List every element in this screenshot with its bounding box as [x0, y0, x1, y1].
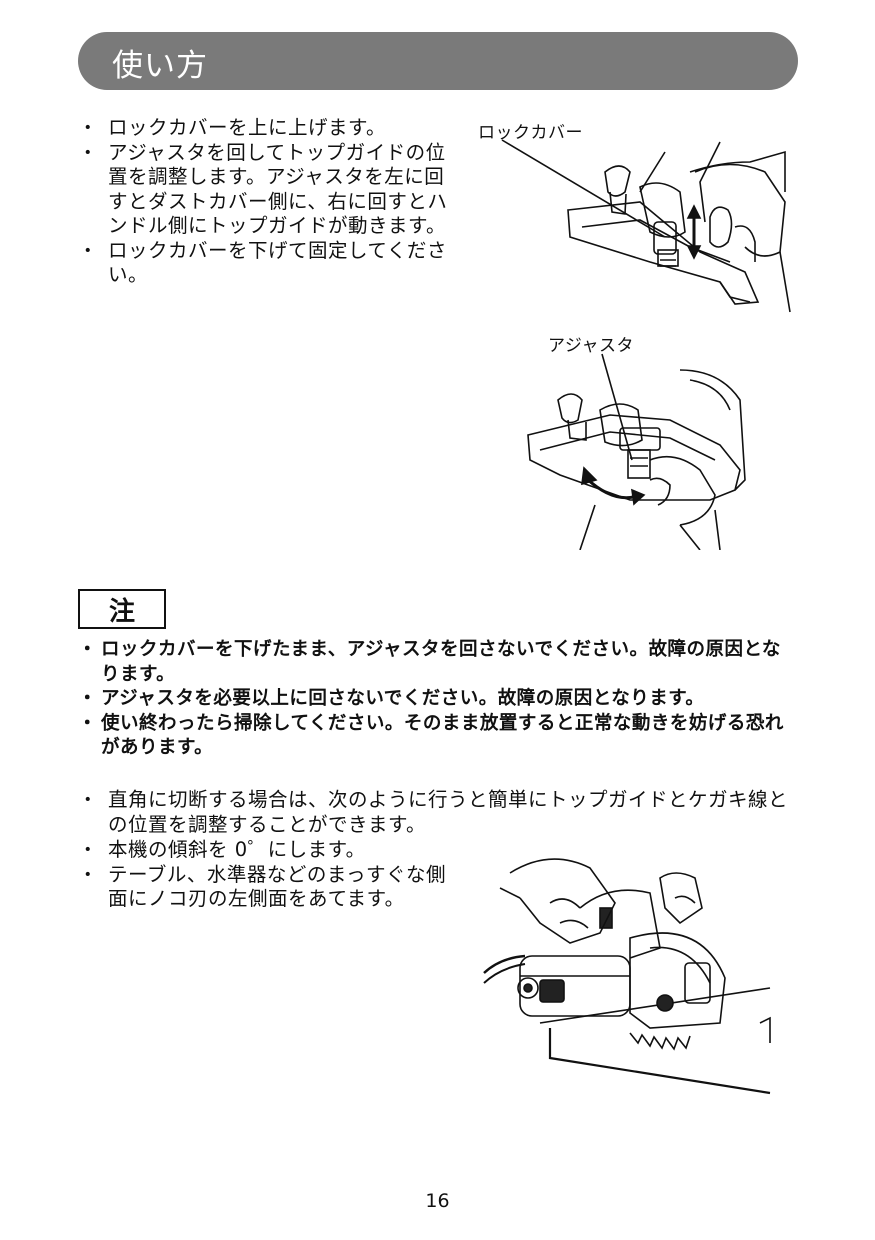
figure1-label: ロックカバー	[478, 123, 583, 143]
step-item: ロックカバーを上に上げます。	[78, 116, 464, 141]
adjuster-illustration	[527, 353, 746, 550]
circular-saw-illustration	[483, 858, 771, 1095]
note-list: ロックカバーを下げたまま、アジャスタを回さないでください。故障の原因となります。…	[78, 638, 798, 761]
note-item: ロックカバーを下げたまま、アジャスタを回さないでください。故障の原因となります。	[78, 638, 798, 687]
page-number: 16	[425, 1190, 450, 1212]
step-item: 直角に切断する場合は、次のように行うと簡単にトップガイドとケガキ線との位置を調整…	[78, 788, 798, 837]
bottom-step-list: 本機の傾斜を 0゜にします。 テーブル、水準器などのまっすぐな側面にノコ刃の左側…	[78, 838, 464, 912]
note-item: アジャスタを必要以上に回さないでください。故障の原因となります。	[78, 687, 798, 712]
section-header-bar	[78, 32, 798, 90]
step-item: 本機の傾斜を 0゜にします。	[78, 838, 464, 863]
bottom-step-intro: 直角に切断する場合は、次のように行うと簡単にトップガイドとケガキ線との位置を調整…	[78, 788, 798, 837]
figure2-label: アジャスタ	[548, 336, 634, 356]
note-heading: 注	[78, 589, 166, 629]
step-item: テーブル、水準器などのまっすぐな側面にノコ刃の左側面をあてます。	[78, 863, 464, 912]
top-step-list: ロックカバーを上に上げます。 アジャスタを回してトップガイドの位置を調整します。…	[78, 116, 464, 288]
step-item: アジャスタを回してトップガイドの位置を調整します。アジャスタを左に回すとダストカ…	[78, 141, 464, 239]
section-title: 使い方	[112, 48, 208, 84]
lock-cover-illustration	[501, 139, 791, 313]
note-item: 使い終わったら掃除してください。そのまま放置すると正常な動きを妨げる恐れがありま…	[78, 712, 798, 761]
step-item: ロックカバーを下げて固定してください。	[78, 239, 464, 288]
